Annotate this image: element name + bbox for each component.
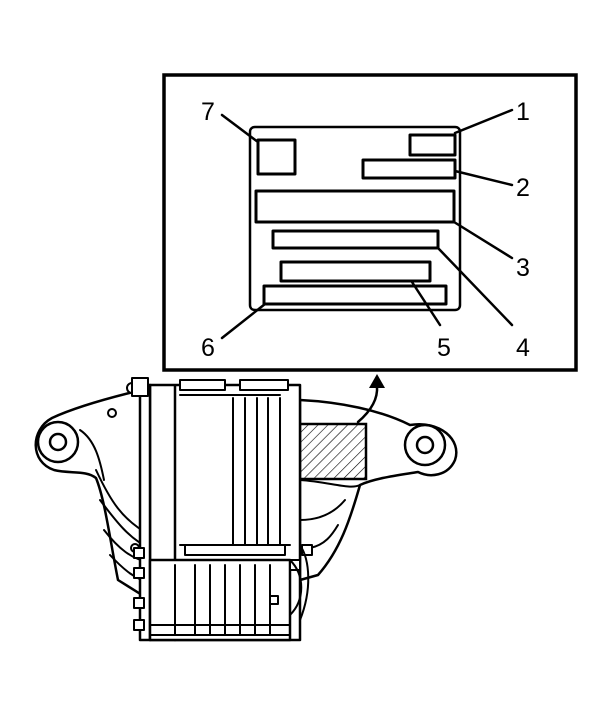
leader-6 [220, 302, 267, 340]
label-detail: 1 2 3 4 5 6 7 [162, 73, 578, 372]
leader-5 [410, 280, 442, 327]
left-mount-eye-inner [48, 432, 68, 452]
right-mount-eye-inner [415, 435, 435, 455]
leader-4 [436, 246, 514, 327]
field-6 [262, 284, 448, 306]
callout-arrow [356, 384, 379, 424]
callout-4: 4 [516, 334, 530, 362]
field-7 [256, 138, 297, 176]
callout-7: 7 [201, 98, 215, 126]
leader-3 [452, 220, 514, 260]
callout-3: 3 [516, 254, 530, 282]
leader-7 [220, 113, 260, 144]
field-3 [254, 189, 456, 224]
differential-housing [34, 377, 458, 642]
leader-1 [453, 108, 514, 135]
callout-arrow-head [369, 374, 385, 388]
left-mount-ear [34, 386, 152, 602]
callout-6: 6 [201, 334, 215, 362]
field-1 [408, 133, 457, 157]
callout-1: 1 [516, 98, 530, 126]
field-5 [279, 260, 432, 283]
field-2 [361, 158, 457, 180]
leader-2 [453, 169, 514, 187]
label-location [294, 422, 368, 481]
label-outline [248, 125, 462, 312]
callout-2: 2 [516, 174, 530, 202]
field-4 [271, 229, 440, 250]
callout-5: 5 [437, 334, 451, 362]
